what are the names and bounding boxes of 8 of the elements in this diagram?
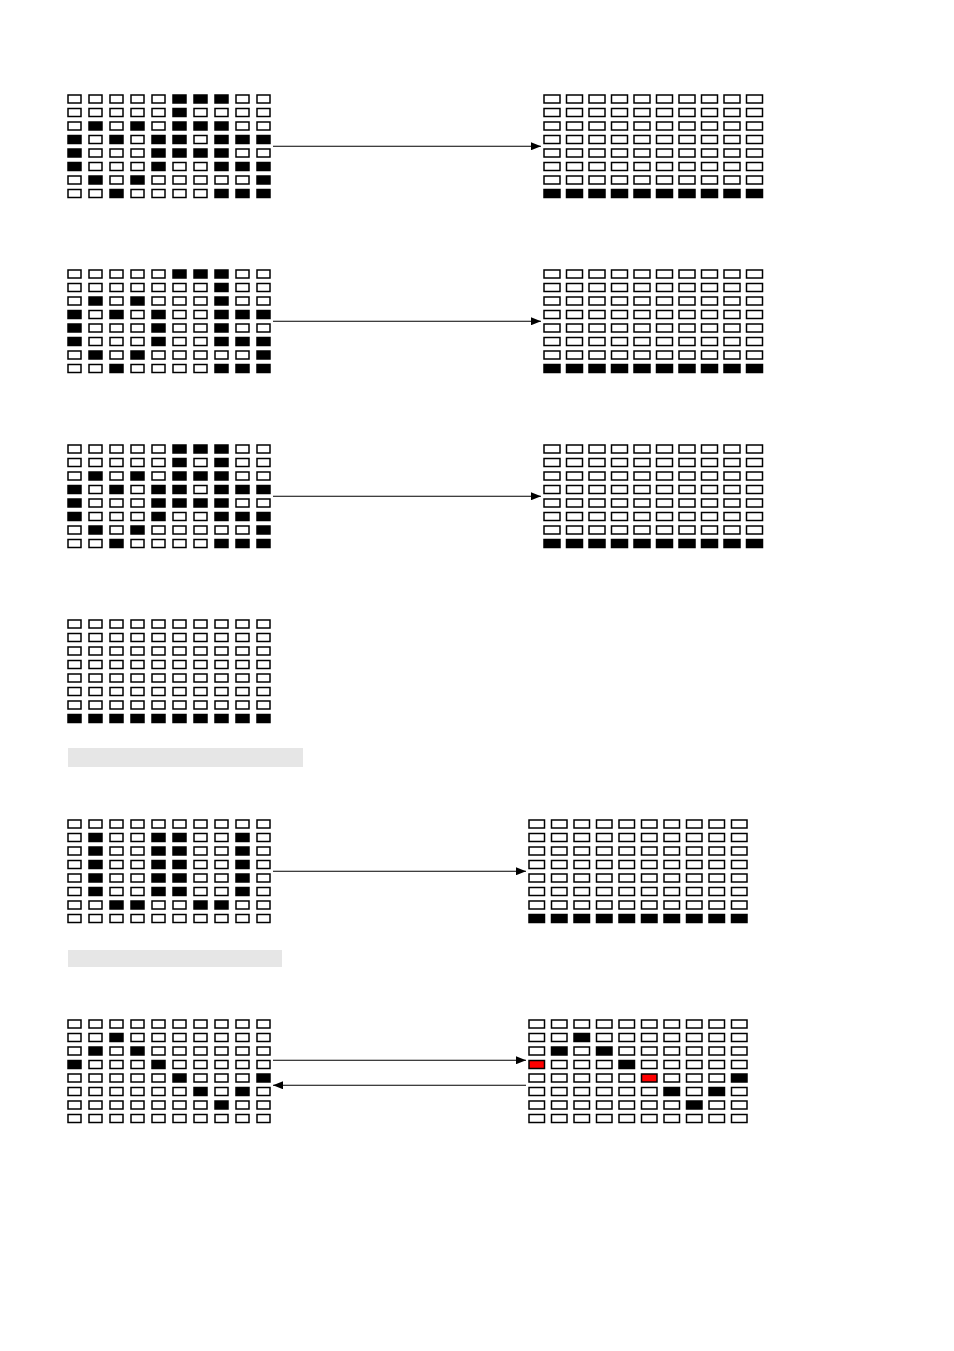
arrow [272, 492, 542, 501]
arrow [272, 1056, 527, 1065]
arrow [272, 1081, 527, 1090]
arrow [272, 867, 527, 876]
shaded-band [68, 748, 303, 767]
arrow [272, 317, 542, 326]
arrow [272, 142, 542, 151]
shaded-band [68, 950, 282, 967]
